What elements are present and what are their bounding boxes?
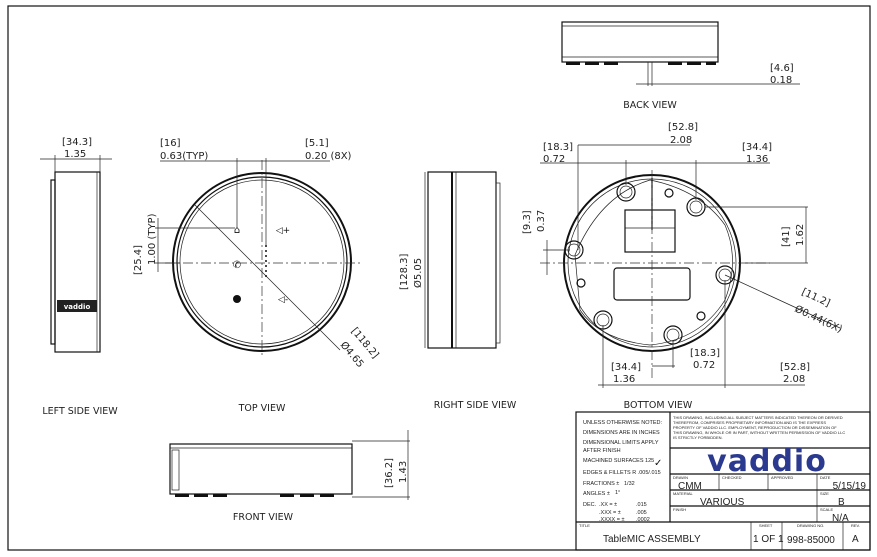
note: .005 <box>636 510 647 516</box>
dim-mm: [4.6] <box>770 63 794 74</box>
check-icon: ✓ <box>654 458 662 469</box>
note: MACHINED SURFACES 125 <box>583 458 654 464</box>
dim-in: 0.18 <box>770 75 792 86</box>
view-label: RIGHT SIDE VIEW <box>434 400 517 411</box>
field-label: DRAWN <box>673 475 688 480</box>
view-label: FRONT VIEW <box>233 512 294 523</box>
dim-in: 1.62 <box>795 224 806 246</box>
dim-in: 0.72 <box>693 360 715 371</box>
mute-icon <box>233 295 241 303</box>
vaddio-logo: vaddio <box>707 444 827 479</box>
field-label: TITLE <box>579 523 590 528</box>
dim-mm: [5.1] <box>305 138 329 149</box>
right-side-view: [128.3] Ø5.05 RIGHT SIDE VIEW <box>399 171 517 411</box>
field-label: DATE <box>820 475 831 480</box>
home-icon: ⌂ <box>234 225 240 236</box>
top-view: ⌂ ✆ ◁+ ◁- [16] 0.63(TYP) [5.1] 0.20 (8X)… <box>133 138 381 414</box>
field-label: MATERIAL <box>673 491 693 496</box>
dim-mm: [34.4] <box>742 142 772 153</box>
view-label: BOTTOM VIEW <box>624 400 693 411</box>
dim-mm: [36.2] <box>384 458 395 488</box>
dim-in: 1.35 <box>64 149 86 160</box>
note: EDGES & FILLETS R .005/.015 <box>583 470 661 476</box>
note: DEC. <box>583 502 597 508</box>
dim-in: 0.72 <box>543 154 565 165</box>
dim-mm: [52.8] <box>780 362 810 373</box>
note: UNLESS OTHERWISE NOTED: <box>583 420 663 426</box>
dim-mm: [18.3] <box>543 142 573 153</box>
field-label: APPROVED <box>771 475 793 480</box>
dim-in: 1.36 <box>613 374 635 385</box>
dim-in: 2.08 <box>783 374 805 385</box>
dim-in: 0.20 (8X) <box>305 151 352 162</box>
disclaimer: THIS DRAWING, INCLUDING ALL SUBJECT MATT… <box>673 415 843 420</box>
dim-mm: [9.3] <box>522 210 533 234</box>
phone-icon: ✆ <box>233 260 241 271</box>
field-label: SCALE <box>820 507 833 512</box>
dim-in: Ø5.05 <box>412 258 424 288</box>
note: .XXXX = ± <box>599 517 625 523</box>
disclaimer: PROPERTY OF VADDIO LLC. EMPLOYMENT, REPR… <box>673 425 837 430</box>
view-label: BACK VIEW <box>623 100 677 111</box>
dim-mm: [52.8] <box>668 122 698 133</box>
disclaimer: THEREFROM, COMPRISES PROPRIETARY INFORMA… <box>673 420 826 425</box>
note: .XX = ± <box>599 502 617 508</box>
note: 1° <box>615 490 620 496</box>
front-view: [36.2] 1.43 FRONT VIEW <box>169 430 410 523</box>
dim-in: 1.36 <box>746 154 768 165</box>
title-block: UNLESS OTHERWISE NOTED: DIMENSIONS ARE I… <box>575 411 871 551</box>
volume-up-icon: ◁+ <box>276 226 290 236</box>
note: .015 <box>636 502 647 508</box>
left-side-view: vaddio [34.3] 1.35 LEFT SIDE VIEW <box>40 137 118 417</box>
disclaimer: THIS DRAWING, IN WHOLE OR IN PART, WITHO… <box>673 430 845 435</box>
note: .XXX = ± <box>599 510 621 516</box>
revision-value: A <box>852 534 859 545</box>
field-label: SIZE <box>820 491 829 496</box>
dim-in: 2.08 <box>670 135 692 146</box>
note: FRACTIONS ± <box>583 481 619 487</box>
note: .0002 <box>636 517 650 523</box>
note: DIMENSIONAL LIMITS APPLY <box>583 440 659 446</box>
dim-mm: [41] <box>781 226 792 247</box>
dim-mm: [34.4] <box>611 362 641 373</box>
field-label: REV. <box>851 523 860 528</box>
dim-mm: [18.3] <box>690 348 720 359</box>
dim-in: Ø0.44(6X) <box>793 303 845 336</box>
drawing-number-value: 998-85000 <box>787 535 835 546</box>
sheet-border <box>7 5 871 551</box>
dim-mm: [128.3] <box>399 253 410 290</box>
scale-value: N/A <box>832 513 849 524</box>
field-label: FINISH <box>673 507 686 512</box>
title-value: TableMIC ASSEMBLY <box>603 534 701 545</box>
view-label: TOP VIEW <box>238 403 286 414</box>
disclaimer: IS STRICTLY FORBIDDEN. <box>673 435 723 440</box>
sheet-value: 1 OF 1 <box>753 534 784 545</box>
note: ANGLES ± <box>583 491 610 497</box>
view-label: LEFT SIDE VIEW <box>42 406 118 417</box>
dim-mm: [34.3] <box>62 137 92 148</box>
drawn-value: CMM <box>678 481 702 492</box>
note: 1/32 <box>624 481 635 487</box>
date-value: 5/15/19 <box>833 481 867 492</box>
field-label: DRAWING NO. <box>797 523 824 528</box>
dim-in: 1.43 <box>398 461 409 483</box>
dim-in: 0.63(TYP) <box>160 151 208 162</box>
material-value: VARIOUS <box>700 497 745 508</box>
dim-in: 1.00 (TYP) <box>147 213 158 265</box>
field-label: CHECKED <box>722 475 742 480</box>
back-view: [4.6] 0.18 BACK VIEW <box>561 21 800 111</box>
dim-mm: [25.4] <box>133 245 144 275</box>
dim-mm: [16] <box>160 138 181 149</box>
field-label: SHEET <box>759 523 773 528</box>
note: DIMENSIONS ARE IN INCHES <box>583 430 660 436</box>
side-logo: vaddio <box>64 303 91 311</box>
bottom-view: [18.3] 0.72 [52.8] 2.08 [34.4] 1.36 [9.3… <box>522 122 844 411</box>
volume-down-icon: ◁- <box>278 295 288 305</box>
note: AFTER FINISH <box>583 448 621 454</box>
dim-in: 0.37 <box>536 210 547 232</box>
size-value: B <box>838 497 845 508</box>
